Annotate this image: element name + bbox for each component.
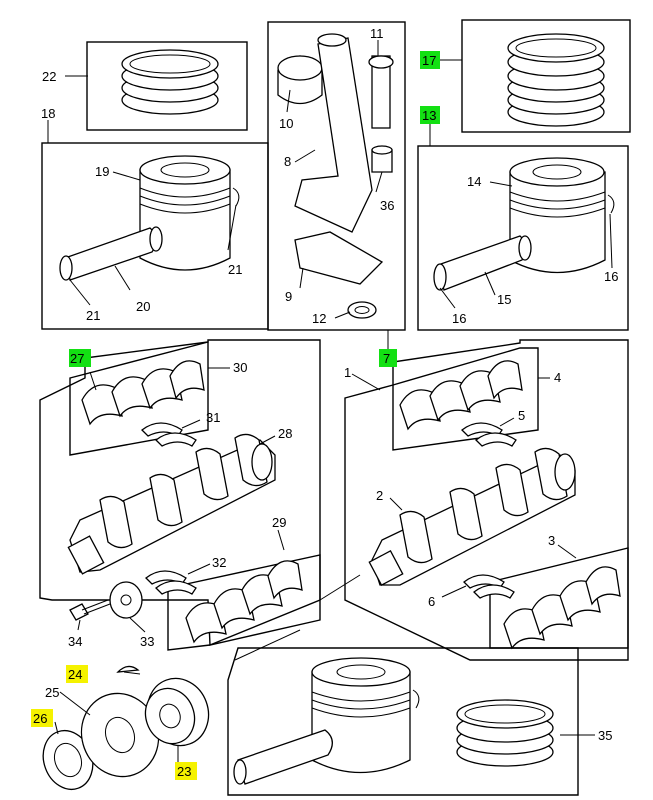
bearing-shells-3 [503,566,621,650]
callout-20: 20 [136,299,150,314]
frames [39,19,631,796]
bolt-34 [69,599,111,621]
highlight-23 [175,762,197,780]
callout-13: 13 [422,108,436,123]
thrust-washers-6 [463,574,515,599]
callout-4: 4 [554,370,561,385]
callout-9: 9 [285,289,292,304]
frame-bearings-4 [392,347,539,451]
frame-bearings-3 [489,547,629,649]
callout-17: 17 [422,53,436,68]
callout-33: 33 [140,634,154,649]
connecting-rod [277,33,394,319]
callout-10: 10 [279,116,293,131]
callout-29: 29 [272,515,286,530]
callout-18: 18 [41,106,55,121]
gear-23 [144,677,210,747]
piston-assembly-bottom [233,657,420,785]
highlight-24 [66,665,88,683]
piston-rings-22 [121,49,219,115]
connector-line [319,574,361,601]
piston-rings-17 [507,33,605,127]
bearing-shells-30 [81,360,205,426]
highlights [31,51,440,780]
piston-assembly-left [59,155,240,281]
key-24 [116,665,140,673]
callout-31: 31 [206,410,220,425]
piston-assembly-right [433,157,615,291]
callout-8: 8 [284,154,291,169]
callout-30: 30 [233,360,247,375]
callout-14: 14 [467,174,481,189]
callout-22: 22 [42,69,56,84]
callout-15: 15 [497,292,511,307]
frame-bearings-29 [167,554,321,651]
callout-34: 34 [68,634,82,649]
bearing-shells-29 [185,560,303,644]
callout-32: 32 [212,555,226,570]
connector-line [234,629,301,661]
callout-25: 25 [45,685,59,700]
callout-11: 11 [370,26,384,41]
callout-35: 35 [598,728,612,743]
piston-rings-35 [456,699,554,767]
frame-piston-assembly-13 [417,145,629,331]
highlight-7 [379,349,397,367]
bearing-shells-4 [399,360,523,431]
callout-36: 36 [380,198,394,213]
callout-26: 26 [33,711,47,726]
crankshaft-left [67,433,276,575]
callout-27: 27 [70,351,84,366]
frame-piston-assembly-35 [227,647,579,796]
crankshaft-right [368,447,576,586]
thrust-washers-5 [461,422,517,447]
callout-5: 5 [518,408,525,423]
callout-12: 12 [312,311,326,326]
callout-28: 28 [278,426,292,441]
frame-crankshaft-1 [344,339,629,661]
highlight-13 [420,106,440,124]
leader-lines [47,40,613,770]
callouts: 22 18 19 21 20 21 11 10 8 36 9 12 7 17 1… [33,26,618,779]
highlight-27 [69,349,91,367]
frame-connecting-rod-7 [267,21,406,331]
thrust-washers-32 [145,570,197,595]
callout-24: 24 [68,667,82,682]
callout-16: 16 [452,311,466,326]
frame-bearings-30 [69,341,209,456]
frame-piston-rings-17 [461,19,631,133]
callout-23: 23 [177,764,191,779]
callout-6: 6 [428,594,435,609]
flange-33 [109,581,143,619]
callout-7: 7 [383,351,390,366]
callout-19: 19 [95,164,109,179]
callout-1: 1 [344,365,351,380]
highlight-17 [420,51,440,69]
callout-3: 3 [548,533,555,548]
callout-21: 21 [86,308,100,323]
thrust-washers-31 [141,422,197,447]
frame-piston-rings-22 [86,41,248,131]
callout-2: 2 [376,488,383,503]
callout-16: 16 [604,269,618,284]
highlight-26 [31,709,53,727]
callout-21: 21 [228,262,242,277]
